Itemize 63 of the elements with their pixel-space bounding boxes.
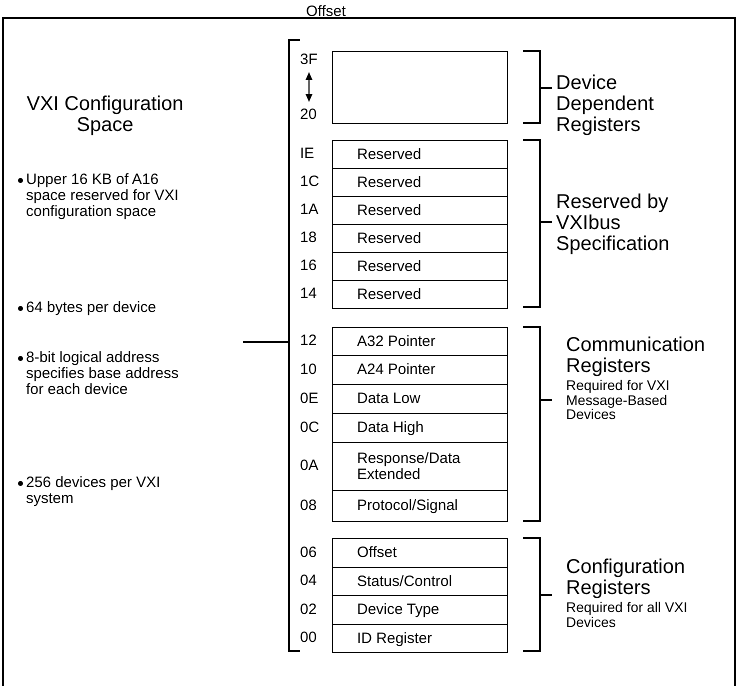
register-name: Reserved: [357, 174, 422, 190]
register-name: Reserved: [357, 202, 422, 218]
offset-value: 14: [300, 286, 317, 302]
offset-value: 0C: [300, 420, 320, 436]
register-cell: [332, 224, 508, 253]
register-cell: [332, 252, 508, 281]
offset-value: 20: [300, 107, 317, 123]
register-name: Reserved: [357, 258, 422, 274]
register-box: [332, 51, 508, 124]
section-title: Configuration Registers: [566, 557, 686, 599]
register-cell: [332, 442, 508, 491]
note: 8-bit logical address specifies base address for each device: [26, 350, 180, 398]
offset-value: 08: [300, 498, 317, 514]
offset-value: 16: [300, 258, 317, 274]
register-cell: [332, 538, 508, 568]
register-cell: [332, 490, 508, 522]
register-name: Reserved: [357, 146, 422, 162]
register-name: Reserved: [357, 286, 422, 302]
offset-value: 3F: [300, 52, 318, 68]
offset-value: 06: [300, 544, 317, 560]
register-name: Data Low: [357, 391, 420, 407]
register-cell: [332, 196, 508, 225]
offset-value: 18: [300, 230, 317, 246]
register-cell: [332, 140, 508, 169]
section-subtitle: Required for VXI Message-Based Devices: [566, 378, 670, 422]
register-cell: [332, 413, 508, 443]
register-cell: [332, 168, 508, 197]
offset-value: 10: [300, 362, 317, 378]
offset-value: 00: [300, 630, 317, 646]
register-cell: [332, 624, 508, 653]
section-title: Reserved by VXIbus Specification: [556, 192, 670, 255]
column-heading: Offset: [306, 4, 347, 20]
note: 64 bytes per device: [26, 300, 158, 316]
register-name: Reserved: [357, 230, 422, 246]
side-title: VXI Configuration Space: [26, 94, 184, 136]
register-name: Protocol/Signal: [357, 498, 458, 514]
note: Upper 16 KB of A16 space reserved for VXI configuration space: [26, 172, 180, 220]
register-cell: [332, 355, 508, 385]
register-cell: [332, 567, 508, 596]
offset-value: 04: [300, 573, 317, 589]
register-cell: [332, 327, 508, 356]
register-name: Status/Control: [357, 574, 452, 590]
offset-value: 0E: [300, 390, 318, 406]
offset-value: 1A: [300, 202, 318, 218]
offset-value: IE: [300, 146, 314, 162]
register-cell: [332, 384, 508, 414]
register-name: A32 Pointer: [357, 334, 436, 350]
section-title: Communication Registers: [566, 335, 706, 377]
note: 256 devices per VXI system: [26, 475, 162, 506]
register-cell: [332, 595, 508, 625]
register-name: Offset: [357, 545, 397, 561]
register-name: ID Register: [357, 630, 432, 646]
offset-value: 02: [300, 602, 317, 618]
register-cell: [332, 280, 508, 309]
register-name: Device Type: [357, 602, 440, 618]
register-name: Data High: [357, 420, 424, 436]
register-name: A24 Pointer: [357, 362, 436, 378]
offset-value: 0A: [300, 458, 318, 474]
register-name: Response/Data Extended: [357, 450, 462, 482]
section-subtitle: Required for all VXI Devices: [566, 600, 688, 630]
section-title: Device Dependent Registers: [556, 73, 655, 136]
offset-value: 1C: [300, 174, 320, 190]
offset-value: 12: [300, 333, 317, 349]
